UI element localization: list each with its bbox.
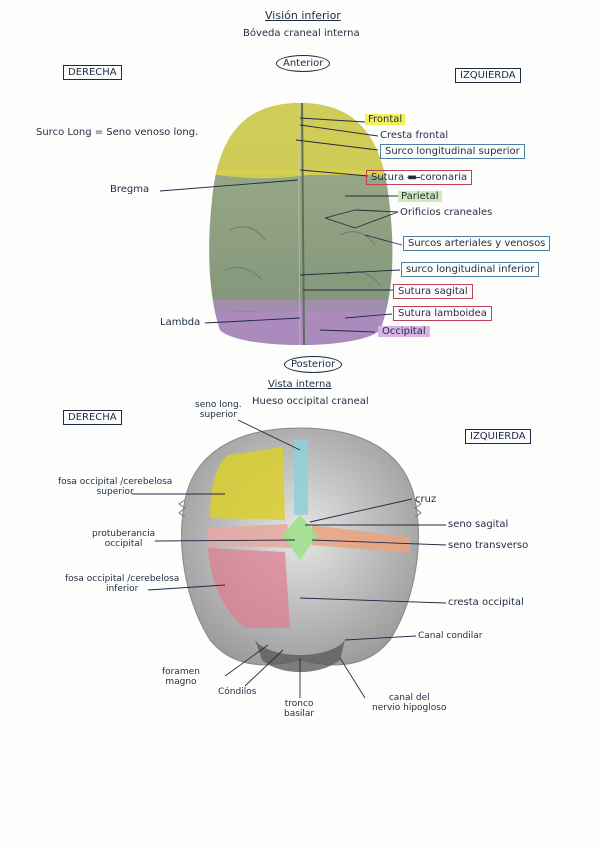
fosa-sup-label: fosa occipital /cerebelosa superior xyxy=(58,477,173,498)
seno-long-sup-label: seno long. superior xyxy=(195,400,242,421)
sagittal-suture xyxy=(301,103,305,345)
seno-long-sup-a: seno long. xyxy=(195,400,242,410)
frontal-label: Frontal xyxy=(365,114,406,125)
condilos-label: Cóndilos xyxy=(218,687,257,697)
tronco-label: tronco basilar xyxy=(284,699,315,720)
canal-hipogloso-label: canal del nervio hipogloso xyxy=(372,693,447,714)
protuberancia-label: protuberancia occipital xyxy=(92,529,156,550)
fossa-superior-right xyxy=(210,447,285,520)
protuberance xyxy=(282,515,318,560)
surco-long-sup-label: Surco longitudinal superior xyxy=(380,144,525,159)
tronco-a: tronco xyxy=(284,699,314,709)
izquierda-label-top: IZQUIERDA xyxy=(455,68,521,83)
seno-long-sup-b: superior xyxy=(199,409,237,420)
sutura-sagital-label: Sutura sagital xyxy=(393,284,473,299)
occipital-label: Occipital xyxy=(378,326,430,337)
derecha-label-top: DERECHA xyxy=(63,65,122,80)
izquierda-label-occ: IZQUIERDA xyxy=(465,429,531,444)
anterior-label: Anterior xyxy=(276,55,331,72)
canal-hipo-b: nervio hipogloso xyxy=(372,702,447,713)
cruz-label: cruz xyxy=(415,494,437,505)
fosa-sup-a: fosa occipital /cerebelosa xyxy=(58,477,173,487)
sutura-coronaria-b: coronaria xyxy=(420,172,468,183)
foramen-label: foramen magno xyxy=(162,667,200,688)
top-subtitle: Bóveda craneal interna xyxy=(243,28,360,39)
occ-subtitle: Hueso occipital craneal xyxy=(252,396,369,407)
protuberancia-b: occipital xyxy=(104,538,143,549)
skull-vault xyxy=(159,103,403,345)
seno-sagital-label: seno sagital xyxy=(448,519,509,530)
canal-hipo-a: canal del xyxy=(388,693,430,703)
surco-long-inf-label: surco longitudinal inferior xyxy=(401,262,540,277)
fosa-inf-a: fosa occipital /cerebelosa xyxy=(65,574,180,584)
cresta-frontal-label: Cresta frontal xyxy=(380,130,449,141)
sutura-lamboidea-label: Sutura lamboidea xyxy=(393,306,492,321)
occipital-bone xyxy=(132,419,447,699)
sutura-coronaria-label: Sutura ▬ coronaria xyxy=(366,170,473,185)
tronco-b: basilar xyxy=(284,708,315,719)
posterior-label: Posterior xyxy=(284,356,343,373)
surco-note: Surco Long = Seno venoso long. xyxy=(36,127,199,138)
occ-title: Vista interna xyxy=(268,379,332,390)
fossa-inferior-right xyxy=(208,548,290,628)
lambda-label: Lambda xyxy=(160,317,201,328)
foramen-b: magno xyxy=(165,676,197,687)
protuberancia-a: protuberancia xyxy=(92,529,156,539)
cresta-occipital-label: cresta occipital xyxy=(448,597,524,608)
parietal-label: Parietal xyxy=(398,191,442,202)
sutura-coronaria-a: Sutura xyxy=(371,172,405,183)
fosa-inf-b: inferior xyxy=(105,583,139,594)
bregma-label: Bregma xyxy=(110,184,150,195)
fosa-sup-b: superior xyxy=(96,486,134,497)
fosa-inf-label: fosa occipital /cerebelosa inferior xyxy=(65,574,180,595)
surcos-arteriales-label: Surcos arteriales y venosos xyxy=(403,236,551,251)
foramen-a: foramen xyxy=(162,667,200,677)
canal-condilar-label: Canal condilar xyxy=(418,631,483,641)
orificios-label: Orificios craneales xyxy=(400,207,493,218)
seno-transverso-label: seno transverso xyxy=(448,540,529,551)
derecha-label-occ: DERECHA xyxy=(63,410,122,425)
top-title: Visión inferior xyxy=(265,9,341,22)
